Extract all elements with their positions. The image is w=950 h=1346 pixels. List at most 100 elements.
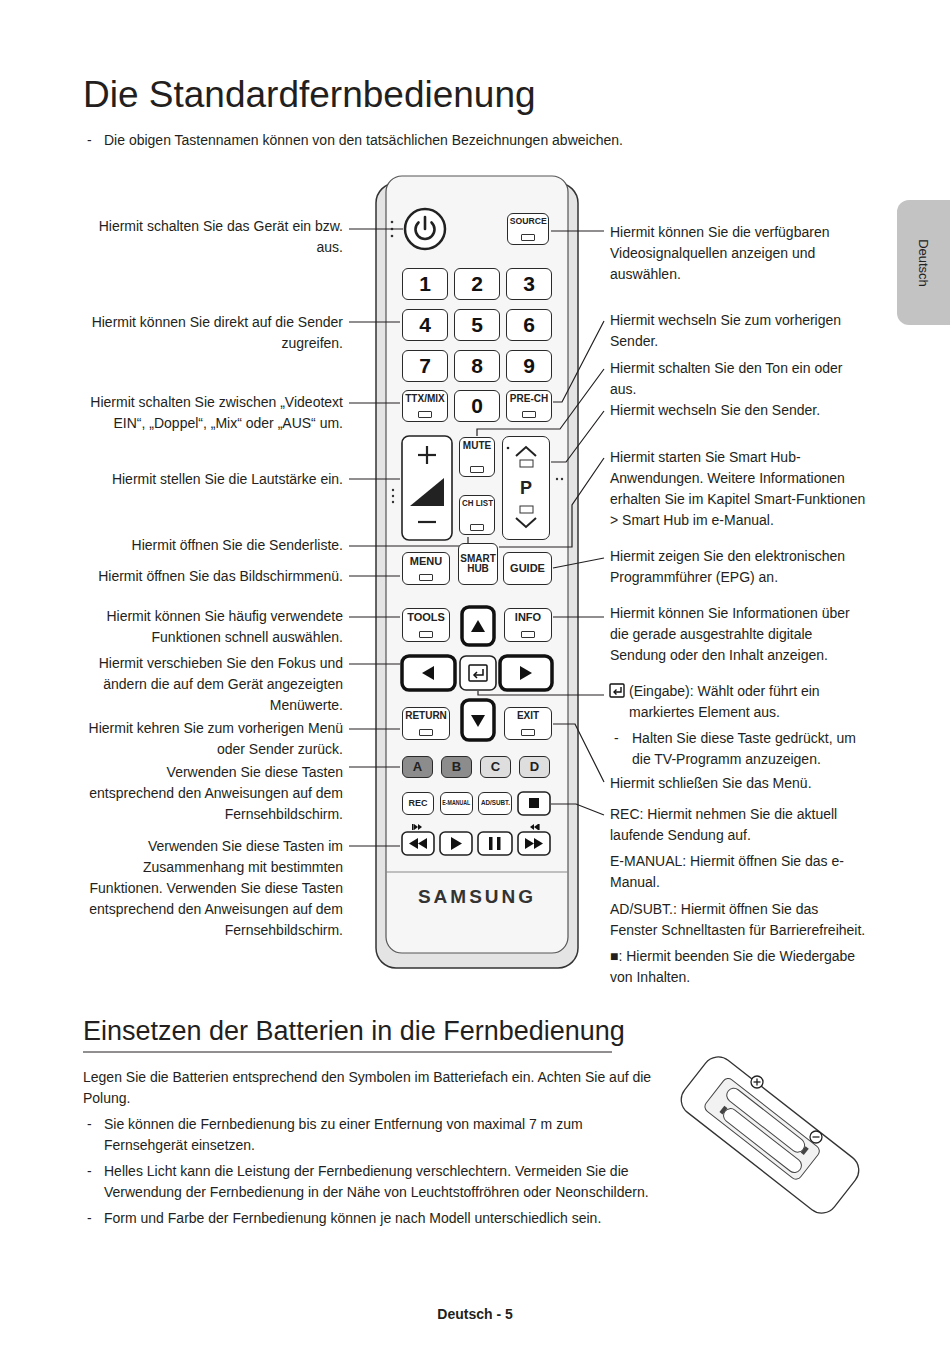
dot [391,221,394,224]
ttx-button: TTX/MIX [402,390,448,422]
button-label: PRE-CH [510,394,548,405]
leader-line [349,766,400,767]
heading-rule [83,1052,612,1053]
button-label: 4 [419,314,431,336]
note-text: Die obigen Tastennamen können von den ta… [104,130,804,151]
callout-text: Hiermit kehren Sie zum vorherigen Menü o… [81,718,343,760]
button-label: INFO [515,612,541,624]
button-label: 2 [471,273,483,295]
rec-button: REC [402,792,434,815]
leader-line [349,402,400,403]
source-button: SOURCE [507,213,549,245]
callout-text: Hiermit schließen Sie das Menü. [610,773,868,794]
body-text: Sie können die Fernbedienung bis zu eine… [104,1114,664,1156]
button-label: P [520,479,532,498]
menu-button: MENU [402,552,450,585]
button-label: 7 [419,355,431,377]
arrow-down [471,715,485,727]
number-key: 8 [454,350,500,382]
leader-line [551,230,604,231]
callout-text: (Eingabe): Wählt oder führt ein markiert… [629,681,869,723]
body-text: Legen Sie die Batterien entsprechend den… [83,1067,668,1109]
button-label: SOURCE [509,217,546,226]
leader-line [478,691,604,695]
smarthub-button: SMART HUB [458,543,498,585]
button-label: REC [408,799,427,808]
leader-line [553,558,604,568]
callout-text: Hiermit wechseln Sie zum vorherigen Send… [610,310,868,352]
info-button: INFO [504,608,552,642]
guide-button: GUIDE [503,552,552,585]
button-label: D [530,760,539,774]
button-icon [521,234,535,241]
button-label: EXIT [517,711,539,722]
d-pad [402,607,552,740]
power-button [405,209,445,249]
adsubt-button: AD/SUBT. [478,792,512,815]
callout-text: Hiermit können Sie häufig verwendete Fun… [81,606,343,648]
leader-line [553,321,604,402]
arrow-left [422,666,434,680]
leader-line [349,663,400,664]
polarity-marks [751,1076,822,1143]
leader-line [349,616,400,617]
number-key: 4 [402,309,448,341]
button-label: 5 [471,314,483,336]
button-icon [418,411,432,418]
button-label: 3 [523,273,535,295]
remote-body: SOURCE 1 2 3 4 5 6 7 8 9TTX/MIX 0 PRE-CH MUTE P CH LIS… [376,183,578,968]
callout-text: Verwenden Sie diese Tasten entsprechend … [81,762,343,825]
leader-line [551,411,604,462]
number-key: 3 [506,268,552,300]
brand-logo: SAMSUNG [376,886,578,908]
tab-label: Deutsch [916,239,931,287]
bullet-dash: - [614,728,626,749]
number-key: 1 [402,268,448,300]
power-symbol [424,217,427,229]
button-label: CH LIST [461,499,492,508]
enter-button [460,656,496,690]
channel-down [516,518,536,527]
button-icon [419,631,433,638]
return-button: RETURN [402,707,450,740]
media-buttons [402,832,550,855]
button-label: 0 [471,395,483,417]
button-icon [470,524,484,531]
leader-line [349,728,400,729]
color-key: B [441,756,472,778]
leader-line [349,575,400,576]
channel-rocker [502,436,550,540]
arrow-right [520,666,532,680]
mute-button: MUTE [459,437,495,477]
callout-text: AD/SUBT.: Hiermit öffnen Sie das Fenster… [610,899,868,941]
button-icon [419,574,433,581]
button-label: TTX/MIX [405,394,444,405]
button-label: GUIDE [510,563,545,575]
button-label: 6 [523,314,535,336]
callout-text: E-MANUAL: Hiermit öffnen Sie das e-Manua… [610,851,868,893]
callout-text: Hiermit zeigen Sie den elektronischen Pr… [610,546,868,588]
bullet-dash: - [87,130,99,151]
stop-symbol [529,798,539,808]
leader-line [553,724,604,782]
callout-text: Verwenden Sie diese Tasten im Zusammenha… [81,836,343,941]
button-label: MENU [410,556,442,568]
dot [391,235,394,238]
plus-symbol [426,446,428,464]
number-key: 0 [454,390,500,422]
minus-symbol [418,521,436,523]
number-key: 5 [454,309,500,341]
number-key: 7 [402,350,448,382]
button-icon [521,729,535,736]
prech-button: PRE-CH [506,390,552,422]
emanual-button: E-MANUAL [440,792,473,815]
leader-line [551,804,604,815]
button-icon [522,411,536,418]
callout-text: Hiermit schalten Sie den Ton ein oder au… [610,358,868,400]
callout-text: Hiermit öffnen Sie das Bildschirmmenü. [81,566,343,587]
button-label: A [413,760,422,774]
button-label: 9 [523,355,535,377]
volume-wedge [410,478,444,506]
callout-text: Hiermit können Sie Informationen über di… [610,603,868,666]
exit-button: EXIT [504,707,552,740]
